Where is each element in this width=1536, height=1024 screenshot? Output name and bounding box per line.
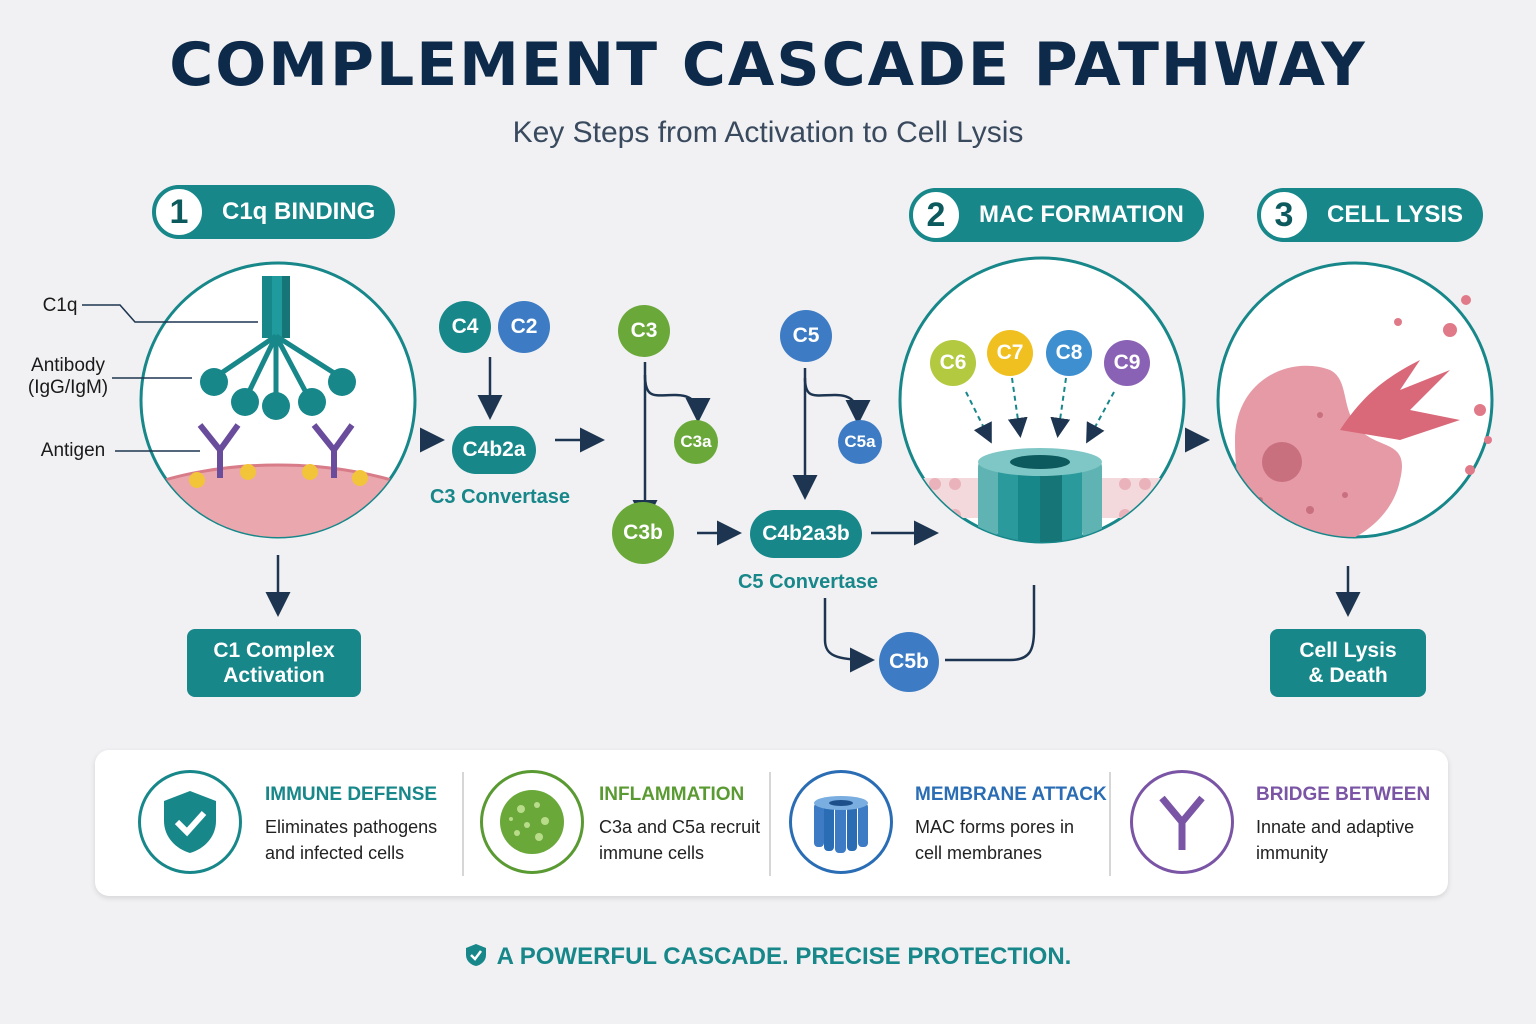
label-antibody-line2: (IgG/IgM) xyxy=(27,377,109,398)
inflamed-cell-icon xyxy=(480,770,584,874)
node-c5: C5 xyxy=(780,310,832,362)
step-3-number: 3 xyxy=(1257,188,1311,242)
feature-membrane-attack: MEMBRANE ATTACK MAC forms pores in cell … xyxy=(915,784,1107,866)
feature-title: IMMUNE DEFENSE xyxy=(265,784,438,805)
page-subtitle: Key Steps from Activation to Cell Lysis xyxy=(512,116,1024,149)
divider xyxy=(1109,772,1111,876)
box-c1-line2: Activation xyxy=(223,664,325,687)
feature-text-line2: cell membranes xyxy=(915,843,1043,863)
node-c5a: C5a xyxy=(838,420,882,464)
feature-text-line2: immunity xyxy=(1256,843,1329,863)
node-c3: C3 xyxy=(618,305,670,357)
feature-bridge-between: BRIDGE BETWEEN Innate and adaptive immun… xyxy=(1256,784,1430,866)
box-cell-lysis-death: Cell Lysis& Death xyxy=(1270,629,1426,697)
label-antibody: Antibody (IgG/IgM) xyxy=(20,355,116,399)
feature-text-line2: immune cells xyxy=(599,843,705,863)
feature-immune-defense: IMMUNE DEFENSE Eliminates pathogens and … xyxy=(265,784,437,866)
mac-formation-illustration xyxy=(898,256,1186,544)
node-c4: C4 xyxy=(439,301,491,353)
node-c7: C7 xyxy=(987,330,1033,376)
node-c2: C2 xyxy=(498,301,550,353)
feature-text-line2: and infected cells xyxy=(265,843,405,863)
step-3-label: CELL LYSIS xyxy=(1327,201,1464,228)
feature-inflammation: INFLAMMATION C3a and C5a recruit immune … xyxy=(599,784,760,866)
node-c9: C9 xyxy=(1104,340,1150,386)
box-lysis-line1: Cell Lysis xyxy=(1299,639,1397,662)
feature-title: MEMBRANE ATTACK xyxy=(915,784,1107,805)
step-1-number: 1 xyxy=(152,185,206,239)
node-c4b2a3b: C4b2a3b xyxy=(750,510,862,558)
label-c5-convertase: C5 Convertase xyxy=(737,571,879,593)
shield-check-icon xyxy=(465,944,486,966)
node-c3b: C3b xyxy=(612,502,674,564)
cell-lysis-illustration xyxy=(1216,261,1494,539)
step-1-label: C1q BINDING xyxy=(222,198,376,225)
tagline-text: A POWERFUL CASCADE. PRECISE PROTECTION. xyxy=(496,943,1072,970)
shield-check-icon xyxy=(138,770,242,874)
node-c8: C8 xyxy=(1046,330,1092,376)
antibody-icon xyxy=(1130,770,1234,874)
step-2-pill: 2 MAC FORMATION xyxy=(909,188,1204,242)
box-lysis-line2: & Death xyxy=(1308,664,1388,687)
feature-title: INFLAMMATION xyxy=(599,784,745,805)
feature-title: BRIDGE BETWEEN xyxy=(1256,784,1431,805)
feature-text-line1: MAC forms pores in xyxy=(915,817,1075,837)
flow-arrows xyxy=(265,357,1361,673)
divider xyxy=(462,772,464,876)
label-antibody-line1: Antibody xyxy=(31,355,105,376)
feature-text-line1: Innate and adaptive xyxy=(1256,817,1415,837)
label-antigen: Antigen xyxy=(40,440,106,461)
box-c1-line1: C1 Complex xyxy=(213,639,335,662)
node-c6: C6 xyxy=(930,340,976,386)
step-1-pill: 1 C1q BINDING xyxy=(152,185,396,239)
divider xyxy=(769,772,771,876)
feature-text-line1: Eliminates pathogens xyxy=(265,817,438,837)
step-2-label: MAC FORMATION xyxy=(979,201,1184,228)
label-c1q: C1q xyxy=(42,295,78,316)
step-2-number: 2 xyxy=(909,188,963,242)
label-c3-convertase: C3 Convertase xyxy=(429,486,571,508)
feature-text-line1: C3a and C5a recruit xyxy=(599,817,761,837)
node-c4b2a: C4b2a xyxy=(452,426,536,474)
page-title: COMPLEMENT CASCADE PATHWAY xyxy=(169,30,1367,100)
step-3-pill: 3 CELL LYSIS xyxy=(1257,188,1484,242)
node-c5b: C5b xyxy=(879,632,939,692)
node-c3a: C3a xyxy=(674,420,718,464)
tagline: A POWERFUL CASCADE. PRECISE PROTECTION. xyxy=(0,943,1536,971)
pore-icon xyxy=(789,770,893,874)
